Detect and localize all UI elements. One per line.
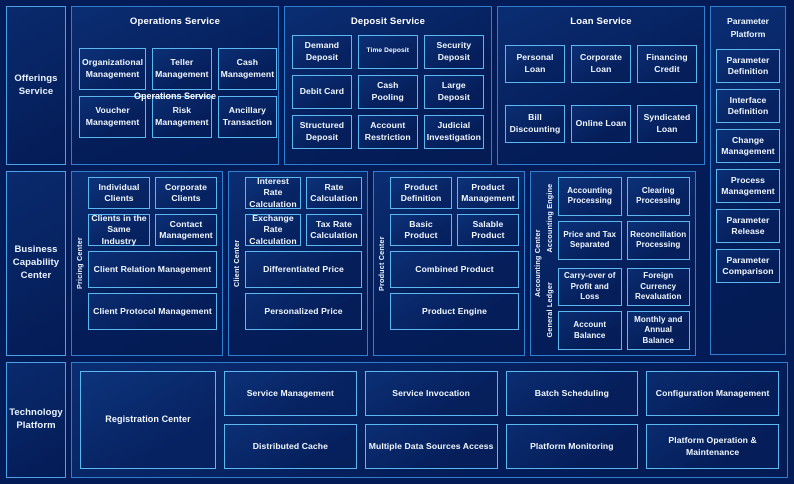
cell-corporate-clients[interactable]: Corporate Clients	[155, 177, 217, 209]
cell-carry-over-of-profit-and-loss[interactable]: Carry-over of Profit and Loss	[558, 267, 622, 307]
panel-parameter-platform[interactable]: Parameter Platform Parameter Definition …	[710, 6, 786, 355]
cell-parameter-definition[interactable]: Parameter Definition	[716, 48, 780, 83]
cell-product-management[interactable]: Product Management	[457, 177, 519, 209]
cell-parameter-release[interactable]: Parameter Release	[716, 208, 780, 243]
vertical-label-product-center: Product Center	[377, 236, 386, 291]
vertical-label-client-center: Client Center	[232, 239, 241, 288]
cell-monthly-and-annual-balance[interactable]: Monthly and Annual Balance	[626, 311, 690, 350]
cell-multiple-data-sources-access[interactable]: Multiple Data Sources Access	[364, 424, 498, 469]
cell-process-management[interactable]: Process Management	[716, 168, 780, 203]
vertical-label-pricing-center: Pricing Center	[75, 237, 84, 290]
cell-service-invocation[interactable]: Service Invocation	[364, 371, 498, 416]
cell-product-engine[interactable]: Product Engine	[390, 293, 519, 330]
vertical-label-accounting-engine: Accounting Engine	[545, 183, 554, 253]
cell-debit-card[interactable]: Debit Card	[292, 74, 352, 109]
cell-rate-calculation[interactable]: Rate Calculation	[306, 177, 362, 209]
vertical-label-accounting-center: Accounting Center	[533, 229, 542, 298]
cell-personalized-price[interactable]: Personalized Price	[245, 293, 362, 330]
cell-contact-management[interactable]: Contact Management	[155, 214, 217, 246]
panel-client-center[interactable]: Client Center Interest Rate Calculation …	[228, 171, 368, 356]
cell-financing-credit[interactable]: Financing Credit	[637, 44, 697, 83]
cell-voucher-management[interactable]: Voucher Management	[79, 95, 147, 138]
panel-title-parameter-platform: Parameter Platform	[726, 16, 770, 39]
panel-pricing-center[interactable]: Pricing Center Individual Clients Corpor…	[71, 171, 223, 356]
technology-platform-cells: Service Management Service Invocation Ba…	[224, 371, 779, 469]
cell-platform-operation-maintenance[interactable]: Platform Operation & Maintenance	[646, 424, 779, 469]
cell-tax-rate-calculation[interactable]: Tax Rate Calculation	[306, 214, 362, 246]
cell-price-and-tax-separated[interactable]: Price and Tax Separated	[558, 220, 622, 260]
cell-exchange-rate-calculation[interactable]: Exchange Rate Calculation	[245, 213, 301, 246]
cell-platform-monitoring[interactable]: Platform Monitoring	[505, 424, 639, 469]
panel-accounting-center[interactable]: Accounting Center Accounting Engine Acco…	[530, 171, 696, 356]
row-label-technology-platform[interactable]: Technology Platform	[6, 362, 66, 478]
group-accounting-engine: Accounting Engine Accounting Processing …	[544, 177, 690, 260]
cell-teller-management[interactable]: Teller Management	[152, 47, 212, 90]
cell-combined-product[interactable]: Combined Product	[390, 251, 519, 288]
cell-registration-center[interactable]: Registration Center	[80, 371, 216, 469]
cell-security-deposit[interactable]: Security Deposit	[423, 34, 484, 69]
cell-organizational-management[interactable]: Organizational Management	[79, 47, 147, 90]
panel-operations-service[interactable]: Operations Service Organizational Manage…	[71, 6, 279, 165]
row-label-offerings-service[interactable]: Offerings Service	[6, 6, 66, 165]
cell-client-relation-management[interactable]: Client Relation Management	[88, 251, 217, 288]
deposit-service-cells: Demand Deposit Time Deposit Security Dep…	[285, 27, 491, 164]
cell-interface-definition[interactable]: Interface Definition	[716, 88, 780, 123]
row-label-business-capability-center[interactable]: Business Capability Center	[6, 171, 66, 356]
cell-demand-deposit[interactable]: Demand Deposit	[292, 34, 352, 69]
cell-service-management[interactable]: Service Management	[224, 371, 357, 416]
cell-foreign-currency-revaluation[interactable]: Foreign Currency Revaluation	[626, 267, 690, 307]
cell-salable-product[interactable]: Salable Product	[457, 214, 519, 246]
cell-reconciliation-processing[interactable]: Reconciliation Processing	[626, 220, 690, 260]
cell-account-restriction[interactable]: Account Restriction	[357, 114, 418, 149]
cell-basic-product[interactable]: Basic Product	[390, 214, 452, 246]
cell-clearing-processing[interactable]: Clearing Processing	[626, 177, 690, 216]
panel-deposit-service[interactable]: Deposit Service Demand Deposit Time Depo…	[284, 6, 492, 165]
cell-judicial-investigation[interactable]: Judicial Investigation	[423, 114, 484, 149]
cell-configuration-management[interactable]: Configuration Management	[646, 371, 779, 416]
panel-technology-platform[interactable]: Registration Center Service Management S…	[71, 362, 788, 478]
cell-online-loan[interactable]: Online Loan	[571, 104, 631, 143]
panel-title-loan-service: Loan Service	[570, 16, 632, 27]
cell-time-deposit[interactable]: Time Deposit	[357, 34, 418, 69]
cell-parameter-comparison[interactable]: Parameter Comparison	[716, 248, 780, 283]
vertical-label-general-ledger: General Ledger	[545, 280, 554, 337]
group-general-ledger: General Ledger Carry-over of Profit and …	[544, 267, 690, 350]
cell-structured-deposit[interactable]: Structured Deposit	[292, 114, 352, 149]
cell-distributed-cache[interactable]: Distributed Cache	[224, 424, 357, 469]
cell-corporate-loan[interactable]: Corporate Loan	[571, 44, 631, 83]
cell-differentiated-price[interactable]: Differentiated Price	[245, 251, 362, 288]
cell-syndicated-loan[interactable]: Syndicated Loan	[637, 104, 697, 143]
cell-interest-rate-calculation[interactable]: Interest Rate Calculation	[245, 176, 301, 209]
cell-large-deposit[interactable]: Large Deposit	[423, 74, 484, 109]
cell-bill-discounting[interactable]: Bill Discounting	[505, 104, 565, 143]
panel-title-operations-service: Operations Service	[129, 16, 221, 27]
cell-client-protocol-management[interactable]: Client Protocol Management	[88, 293, 217, 330]
panel-title-deposit-service: Deposit Service	[350, 16, 426, 27]
cell-personal-loan[interactable]: Personal Loan	[505, 44, 565, 83]
panel-product-center[interactable]: Product Center Product Definition Produc…	[373, 171, 525, 356]
cell-accounting-processing[interactable]: Accounting Processing	[558, 177, 622, 216]
cell-product-definition[interactable]: Product Definition	[390, 177, 452, 209]
technology-platform-row: Technology Platform Registration Center …	[6, 362, 788, 478]
cell-account-balance[interactable]: Account Balance	[558, 311, 622, 350]
business-capability-center-row: Business Capability Center Pricing Cente…	[6, 171, 788, 356]
panel-loan-service[interactable]: Loan Service Personal Loan Corporate Loa…	[497, 6, 705, 165]
loan-service-cells: Personal Loan Corporate Loan Financing C…	[498, 27, 704, 164]
cell-risk-management[interactable]: Risk Management	[152, 95, 212, 138]
cell-cash-management[interactable]: Cash Management	[217, 47, 278, 90]
cell-change-management[interactable]: Change Management	[716, 128, 780, 163]
cell-batch-scheduling[interactable]: Batch Scheduling	[505, 371, 639, 416]
cell-individual-clients[interactable]: Individual Clients	[88, 177, 150, 209]
offerings-service-row: Offerings Service Operations Service Org…	[6, 6, 788, 355]
cell-ancillary-transaction[interactable]: Ancillary Transaction	[217, 95, 278, 138]
cell-clients-same-industry[interactable]: Clients in the Same Industry	[88, 213, 150, 246]
operations-service-cells: Organizational Management Teller Managem…	[72, 27, 278, 164]
cell-cash-pooling[interactable]: Cash Pooling	[357, 74, 418, 109]
